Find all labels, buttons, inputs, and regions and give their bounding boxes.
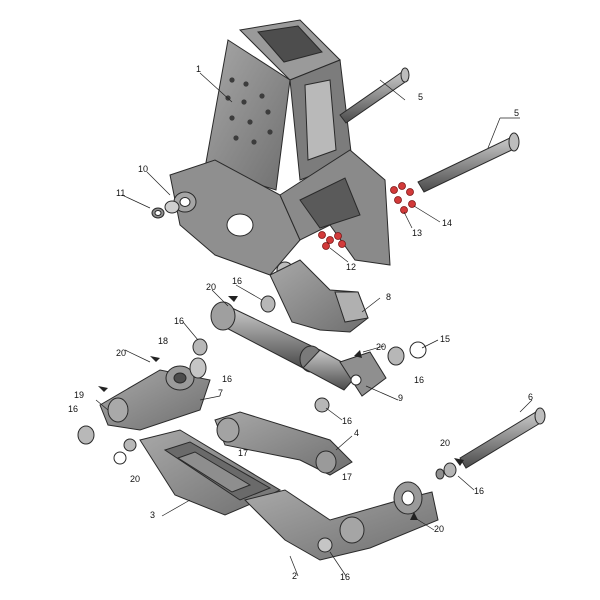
callout-18: 18 — [158, 336, 169, 346]
callout-12: 12 — [346, 262, 357, 272]
callout-9: 9 — [398, 393, 404, 403]
fastener-group-12 — [318, 231, 346, 250]
fastener-group-13-14 — [390, 182, 416, 214]
left-washers-16 — [77, 425, 137, 465]
callout-20-c: 20 — [376, 342, 387, 352]
callout-20-d: 20 — [130, 474, 141, 484]
bushings-16-cylinder — [192, 295, 427, 413]
callout-11: 11 — [116, 188, 126, 198]
part-5-pin-lower — [417, 132, 520, 193]
part-2-lower-arm — [244, 481, 439, 561]
callout-16-b: 16 — [174, 316, 185, 326]
callout-14: 14 — [442, 218, 453, 228]
part-7-pivot-bracket — [99, 357, 211, 431]
part-1-tower-frame — [169, 19, 391, 280]
callout-17-b: 17 — [342, 472, 353, 482]
callout-20-a: 20 — [206, 282, 217, 292]
callout-16-a: 16 — [232, 276, 243, 286]
part-10-11-washers — [151, 191, 197, 219]
callout-13: 13 — [412, 228, 423, 238]
part-9-hydraulic-cylinder — [210, 301, 387, 397]
callout-16-d: 16 — [414, 375, 425, 385]
callout-17-a: 17 — [238, 448, 249, 458]
callout-20-f: 20 — [434, 524, 445, 534]
callout-20-e: 20 — [440, 438, 451, 448]
callout-19: 19 — [74, 390, 85, 400]
callout-6: 6 — [528, 392, 534, 402]
callout-16-e: 16 — [342, 416, 353, 426]
callout-4: 4 — [354, 428, 360, 438]
callout-15: 15 — [440, 334, 451, 344]
part-6-long-pin — [435, 407, 546, 480]
callout-20-b: 20 — [116, 348, 127, 358]
leader-lines — [95, 72, 533, 577]
callout-16-f: 16 — [68, 404, 79, 414]
part-4-middle-link — [214, 411, 353, 476]
part-8-link-arm — [269, 259, 369, 333]
callout-10: 10 — [138, 164, 149, 174]
callout-3: 3 — [150, 510, 156, 520]
callout-8: 8 — [386, 292, 392, 302]
callout-2: 2 — [292, 571, 298, 581]
part-5-pin-upper — [339, 67, 410, 124]
callout-1: 1 — [196, 64, 202, 74]
callout-5-lower: 5 — [514, 108, 520, 118]
part-3-blade — [139, 429, 282, 516]
arrow-heads — [98, 296, 464, 520]
callout-16-g: 16 — [474, 486, 485, 496]
callout-16-c: 16 — [222, 374, 233, 384]
callout-16-h: 16 — [340, 572, 351, 582]
callout-5-upper: 5 — [418, 92, 424, 102]
callout-7: 7 — [218, 388, 224, 398]
